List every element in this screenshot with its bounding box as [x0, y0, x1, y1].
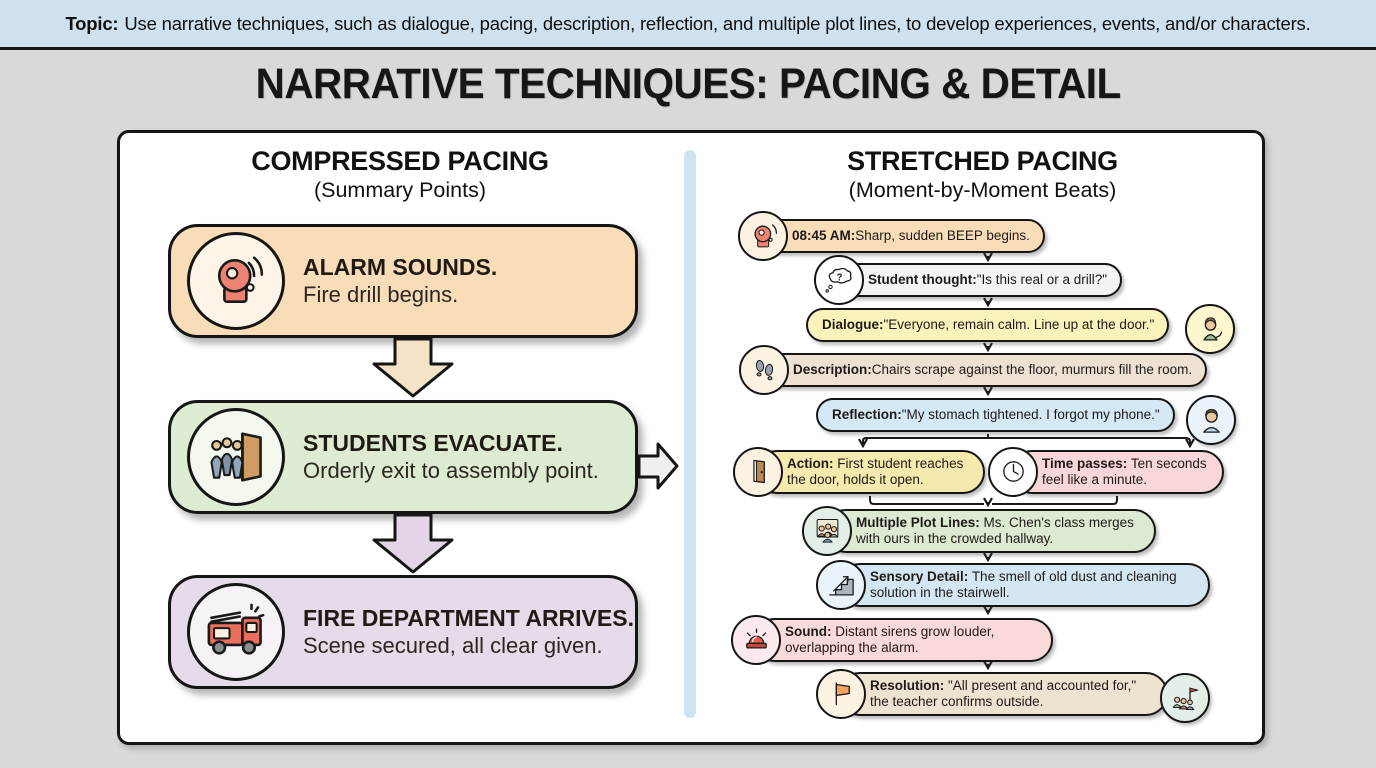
right-column-header: STRETCHED PACING (Moment-by-Moment Beats…	[745, 146, 1220, 203]
beat-label: Multiple Plot Lines:	[856, 515, 980, 530]
beat-text: "Everyone, remain calm. Line up at the d…	[883, 317, 1155, 333]
beat-text: Chairs scrape against the floor, murmurs…	[871, 362, 1193, 378]
footprints-icon	[739, 345, 789, 395]
beat-multiple-plot-lines: Multiple Plot Lines: Ms. Chen's class me…	[802, 505, 1156, 556]
students-evacuating-icon	[187, 408, 285, 506]
beat-description: Description: Chairs scrape against the f…	[739, 345, 1208, 395]
box-title: ALARM SOUNDS.	[303, 254, 498, 280]
stairs-icon	[816, 559, 866, 610]
box-subtitle: Fire drill begins.	[303, 281, 459, 307]
student-avatar-icon	[1186, 395, 1236, 445]
beat-text: "My stomach tightened. I forgot my phone…	[901, 407, 1160, 423]
fire-alarm-bell-icon	[187, 232, 285, 330]
fire-truck-icon	[187, 583, 285, 681]
column-divider	[684, 150, 696, 718]
topic-text: Use narrative techniques, such as dialog…	[124, 12, 1311, 34]
beat-time-0845: 08:45 AM: Sharp, sudden BEEP begins.	[738, 211, 1045, 261]
door-icon	[733, 446, 783, 497]
beat-label: Sound:	[785, 624, 832, 639]
beat-label: Reflection:	[832, 407, 902, 423]
flag-icon	[816, 668, 866, 719]
beat-time-passes: Time passes: Ten seconds feel like a min…	[988, 446, 1224, 497]
group-with-flag-icon	[1160, 673, 1210, 723]
beat-resolution: Resolution: "All present and accounted f…	[816, 668, 1168, 719]
thought-bubble-icon: ?	[814, 255, 864, 305]
box-title: FIRE DEPARTMENT ARRIVES.	[303, 605, 634, 631]
clock-icon	[988, 446, 1038, 497]
summary-box-evacuate: STUDENTS EVACUATE. Orderly exit to assem…	[168, 400, 638, 514]
beat-dialogue: Dialogue: "Everyone, remain calm. Line u…	[806, 308, 1170, 342]
teacher-icon	[1185, 304, 1235, 354]
svg-text:?: ?	[836, 272, 842, 283]
topic-label: Topic:	[65, 12, 119, 34]
box-subtitle: Orderly exit to assembly point.	[303, 457, 599, 483]
beat-action: Action: First student reaches the door, …	[733, 446, 985, 497]
left-subheading: (Summary Points)	[313, 178, 487, 202]
beat-label: Sensory Detail:	[870, 569, 969, 584]
group-people-icon	[802, 505, 852, 556]
beat-label: Time passes:	[1042, 456, 1128, 471]
beat-label: Resolution:	[870, 678, 945, 693]
beat-label: Description:	[793, 362, 872, 378]
left-column-header: COMPRESSED PACING (Summary Points)	[160, 146, 640, 203]
right-heading: STRETCHED PACING	[847, 146, 1118, 176]
beat-text: Sharp, sudden BEEP begins.	[855, 228, 1030, 244]
page-title: NARRATIVE TECHNIQUES: PACING & DETAIL	[255, 60, 1121, 108]
summary-box-fire-department: FIRE DEPARTMENT ARRIVES. Scene secured, …	[168, 575, 638, 689]
beat-text: The smell of old dust and cleaning solut…	[870, 569, 1177, 600]
beat-text: "All present and accounted for," the tea…	[870, 678, 1137, 709]
right-subheading: (Moment-by-Moment Beats)	[848, 178, 1117, 202]
beat-reflection: Reflection: "My stomach tightened. I for…	[816, 398, 1175, 432]
box-title: STUDENTS EVACUATE.	[303, 430, 563, 456]
siren-icon	[731, 614, 781, 665]
alarm-bell-icon	[738, 211, 788, 261]
beat-label: 08:45 AM:	[792, 228, 856, 244]
beat-sound: Sound: Distant sirens grow louder, overl…	[731, 614, 1053, 665]
beat-label: Action:	[787, 456, 834, 471]
beat-text: First student reaches the door, holds it…	[787, 456, 964, 487]
beat-text: Ten seconds feel like a minute.	[1042, 456, 1207, 487]
beat-text: Distant sirens grow louder, overlapping …	[785, 624, 995, 655]
summary-box-alarm: ALARM SOUNDS. Fire drill begins.	[168, 224, 638, 338]
box-subtitle: Scene secured, all clear given.	[303, 632, 603, 658]
topic-banner: Topic: Use narrative techniques, such as…	[0, 0, 1376, 50]
beat-sensory-detail: Sensory Detail: The smell of old dust an…	[816, 559, 1210, 610]
beat-label: Dialogue:	[822, 317, 884, 333]
beat-text: Ms. Chen's class merges with ours in the…	[856, 515, 1134, 546]
beat-student-thought: ? Student thought: "Is this real or a dr…	[814, 255, 1123, 305]
beat-text: "Is this real or a drill?"	[976, 272, 1108, 288]
beat-label: Student thought:	[868, 272, 977, 288]
left-heading: COMPRESSED PACING	[251, 146, 549, 176]
